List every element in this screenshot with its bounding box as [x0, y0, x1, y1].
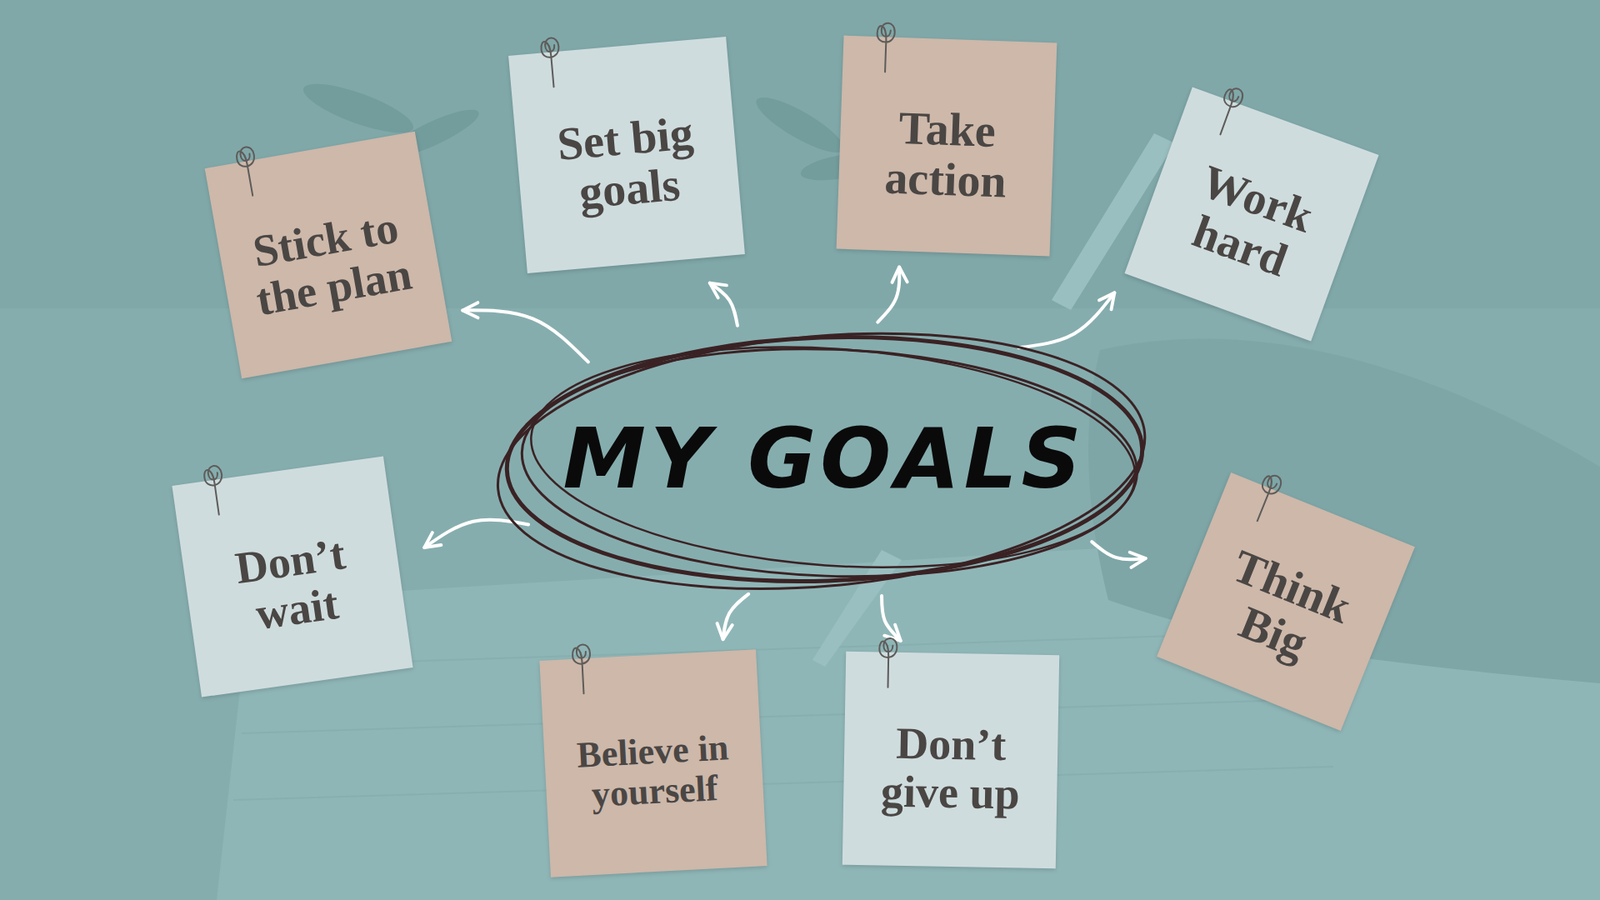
- curved-arrow: [1018, 292, 1115, 348]
- curved-arrow: [723, 594, 750, 640]
- clip-wire: [1211, 85, 1245, 137]
- paper-clip: [230, 139, 265, 200]
- paper-clip: [568, 638, 597, 696]
- clip-wire: [571, 644, 592, 695]
- clip-wire: [540, 37, 562, 88]
- paper-clip: [875, 631, 901, 690]
- sticky-note: Don’t give up: [842, 651, 1060, 869]
- curved-arrow: [710, 283, 738, 326]
- hub-title: MY GOALS: [563, 413, 1086, 505]
- note-text: Set big goals: [532, 105, 723, 221]
- sticky-note: Take action: [836, 35, 1058, 257]
- note-text: Believe in yourself: [561, 727, 746, 816]
- curved-arrow: [1091, 541, 1146, 560]
- sticky-note: Set big goals: [508, 36, 745, 274]
- paper-clip: [1245, 465, 1290, 527]
- clip-wire: [203, 465, 228, 516]
- paper-clip: [536, 30, 567, 90]
- connector-group: [424, 266, 1145, 640]
- paper-clip: [1208, 78, 1251, 140]
- leaf: [750, 88, 850, 162]
- ruled-line: [241, 700, 1292, 734]
- note-text: Take action: [856, 100, 1037, 208]
- sticky-note: Work hard: [1124, 86, 1379, 341]
- scribble-stroke: [502, 326, 1147, 592]
- paper-clip: [872, 16, 900, 75]
- note-text: Don’t give up: [861, 718, 1040, 819]
- curved-arrow: [881, 595, 901, 641]
- goal-hub-ellipse: MY GOALS: [496, 330, 1153, 589]
- sticky-note: Think Big: [1156, 472, 1415, 731]
- sticky-note: Don’t wait: [171, 455, 413, 697]
- leaf: [298, 74, 419, 143]
- curved-arrow: [462, 310, 589, 362]
- pen-lower: [812, 550, 902, 667]
- curved-arrow: [877, 266, 900, 322]
- clip-wire: [875, 22, 895, 72]
- sticky-note: Stick to the plan: [205, 131, 453, 380]
- clip-wire: [879, 638, 898, 688]
- clip-wire: [1249, 472, 1284, 525]
- scribble-stroke: [486, 308, 1155, 614]
- ruled-line: [233, 766, 1334, 800]
- scribble-stroke: [517, 339, 1141, 587]
- note-text: Don’t wait: [199, 524, 388, 645]
- paper-clip: [199, 458, 232, 519]
- note-text: Work hard: [1155, 146, 1343, 297]
- clip-wire: [235, 145, 261, 198]
- note-text: Stick to the plan: [234, 200, 425, 327]
- curved-arrow: [424, 520, 529, 548]
- scribble-stroke: [523, 328, 1143, 587]
- note-text: Think Big: [1189, 532, 1377, 687]
- sticky-note: Believe in yourself: [539, 649, 767, 877]
